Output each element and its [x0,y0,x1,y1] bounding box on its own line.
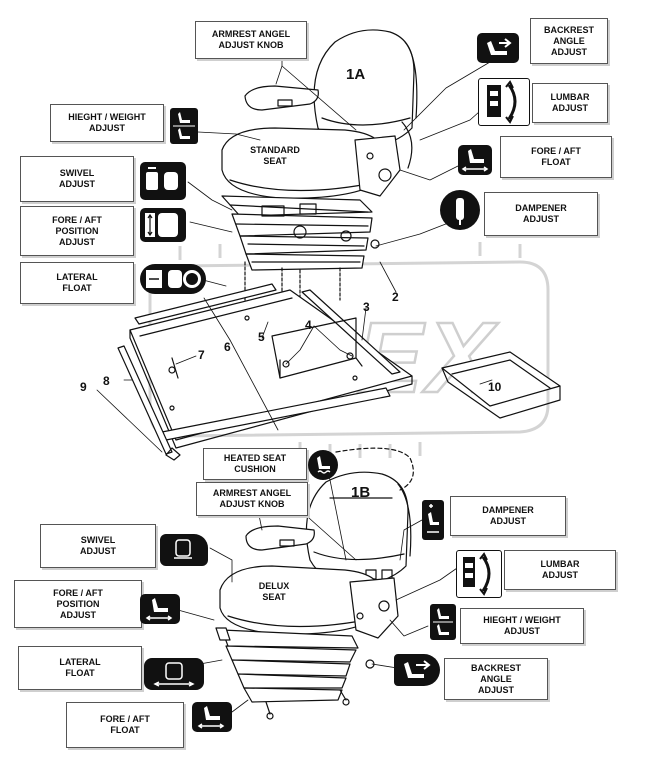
fore-aft-float-icon [458,145,492,175]
seat-1a-tag: 1A [346,66,366,83]
callout-1b-fore-aft-float: FORE / AFT FLOAT [66,702,184,748]
callout-1a-fore-aft-float: FORE / AFT FLOAT [500,136,612,178]
callout-1b-backrest: BACKREST ANGLE ADJUST [444,658,548,700]
fore-aft-position-icon [140,594,180,624]
height-weight-icon [430,604,456,640]
part-number-9: 9 [80,380,87,394]
callout-1b-fore-aft-position: FORE / AFT POSITION ADJUST [14,580,142,628]
callout-1a-swivel: SWIVEL ADJUST [20,156,134,202]
swivel-icon [140,162,186,200]
part-number-3: 3 [363,300,370,314]
fore-aft-position-icon [140,208,186,242]
callout-1a-lateral: LATERAL FLOAT [20,262,134,304]
seat-1b-name: DELUX SEAT [258,581,290,602]
backrest-angle-icon [394,654,440,686]
callout-1b-height-weight: HIEGHT / WEIGHT ADJUST [460,608,584,644]
heated-seat-icon [308,450,338,480]
part-number-6: 6 [224,340,231,354]
callout-1a-lumbar: LUMBAR ADJUST [532,83,608,123]
seat-1a-name: STANDARD SEAT [250,145,300,166]
callout-1a-backrest: BACKREST ANGLE ADJUST [530,18,608,64]
part-number-7: 7 [198,348,205,362]
seat-1b-armrest [245,525,315,551]
part-number-2: 2 [392,290,399,304]
part-number-10: 10 [488,380,502,394]
height-weight-icon [170,108,198,144]
seat-1b-tag: 1B [351,484,371,501]
part-number-5: 5 [258,330,265,344]
seat-1a-armrest [244,85,319,111]
rail-front [117,345,173,455]
lumbar-icon [478,78,530,126]
rail-left [134,283,277,325]
callout-1b-dampener: DAMPENER ADJUST [450,496,566,536]
callout-1a-height-weight: HIEGHT / WEIGHT ADJUST [50,104,164,142]
callout-1b-heated: HEATED SEAT CUSHION [203,448,307,480]
fore-aft-float-icon [192,702,232,732]
dampener-icon [422,500,444,540]
callout-1b-lateral: LATERAL FLOAT [18,646,142,690]
lateral-float-icon [144,658,204,690]
callout-1b-lumbar: LUMBAR ADJUST [504,550,616,590]
swivel-icon [160,534,208,566]
lumbar-icon [456,550,502,598]
callout-1a-dampener: DAMPENER ADJUST [484,192,598,236]
callout-1a-armrest: ARMREST ANGEL ADJUST KNOB [195,21,307,59]
rail-back [301,289,401,375]
part-number-8: 8 [103,374,110,388]
lateral-float-icon [140,264,206,294]
backrest-angle-icon [477,33,519,63]
callout-1b-armrest: ARMREST ANGEL ADJUST KNOB [196,482,308,516]
dampener-icon [440,190,480,230]
callout-1b-swivel: SWIVEL ADJUST [40,524,156,568]
part-number-4: 4 [305,318,312,332]
callout-1a-fore-aft-position: FORE / AFT POSITION ADJUST [20,206,134,256]
